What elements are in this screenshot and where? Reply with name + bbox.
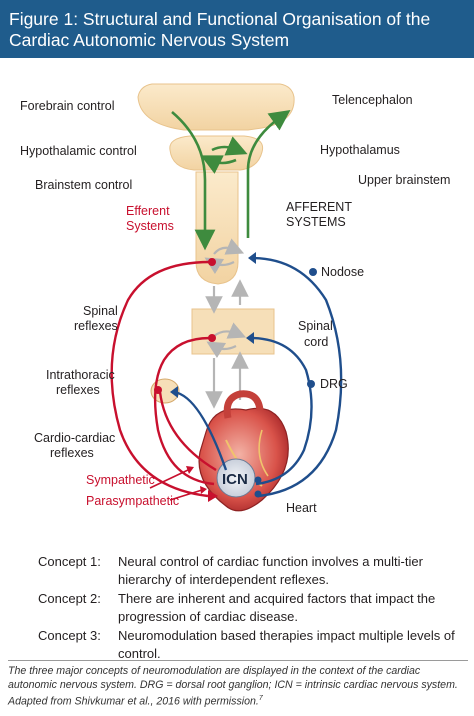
figure-title-line2: Cardiac Autonomic Nervous System — [9, 30, 290, 50]
label-intrathoracic-1: Intrathoracic — [46, 368, 115, 382]
hypothalamic-loop-top — [211, 136, 248, 156]
intrathoracic-ganglion — [150, 378, 180, 404]
efferent-soma-ganglion — [154, 386, 162, 394]
label-afferent-systems-1: AFFERENT — [286, 200, 352, 214]
concepts-list: Concept 1: Neural control of cardiac fun… — [38, 553, 468, 664]
afferent-cardio-loop — [173, 390, 228, 471]
brainstem-loop-arrow — [213, 238, 245, 255]
concept-text: There are inherent and acquired factors … — [118, 591, 436, 624]
concept-label: Concept 2: — [38, 591, 101, 606]
figure-title: Figure 1: Structural and Functional Orga… — [9, 9, 469, 51]
label-parasympathetic: Parasympathetic — [86, 494, 179, 508]
efferent-pathways — [110, 260, 217, 498]
efferent-cardio-loop — [158, 391, 217, 472]
sympathetic-legend-arrowhead — [186, 466, 194, 474]
afferent-terminals — [170, 252, 317, 498]
efferent-soma-spinal — [208, 334, 216, 342]
caption-text: The three major concepts of neuromodulat… — [8, 665, 458, 708]
efferent-soma-brainstem — [208, 258, 216, 266]
afferent-outer-loop — [251, 256, 343, 498]
ascending-pathway — [246, 109, 291, 238]
hypothalamic-loop-bottom — [200, 155, 237, 174]
coronary-vessel-2 — [258, 429, 269, 477]
spinal-loop-arrow-return — [206, 341, 237, 359]
concept-item: Concept 1: Neural control of cardiac fun… — [38, 553, 468, 589]
title-bar: Figure 1: Structural and Functional Orga… — [0, 0, 474, 58]
afferent-pathways — [173, 256, 343, 498]
efferent-spinal-loop — [153, 336, 215, 486]
label-cardio-cardiac-2: reflexes — [50, 446, 94, 460]
efferent-outer-loop — [110, 260, 211, 498]
parasympathetic-legend-arrow — [169, 489, 203, 501]
concept-text: Neural control of cardiac function invol… — [118, 554, 423, 587]
label-forebrain-control: Forebrain control — [20, 99, 115, 113]
figure-caption: The three major concepts of neuromodulat… — [8, 664, 470, 709]
afferent-terminal-icn-2 — [254, 490, 262, 498]
label-sympathetic: Sympathetic — [86, 473, 155, 487]
label-brainstem-control: Brainstem control — [35, 178, 132, 192]
drg-ganglion — [307, 380, 315, 388]
control-pathways — [171, 109, 291, 251]
nodose-ganglion — [309, 268, 317, 276]
efferent-terminals — [154, 258, 218, 502]
label-spinal-reflexes-1: Spinal — [83, 304, 118, 318]
afferent-arrowhead-brainstem — [248, 252, 256, 264]
sympathetic-legend-arrow — [149, 469, 189, 489]
label-intrathoracic-2: reflexes — [56, 383, 100, 397]
descending-pathway — [171, 111, 216, 251]
afferent-terminal-icn-1 — [254, 476, 262, 484]
diagram-labels: Forebrain control Telencephalon Hypothal… — [20, 93, 450, 515]
brain-structure — [137, 83, 295, 404]
nervous-system-diagram: Forebrain control Telencephalon Hypothal… — [20, 83, 450, 515]
spinal-loop-arrow — [213, 322, 247, 339]
label-spinal-cord-2: cord — [304, 335, 328, 349]
label-upper-brainstem: Upper brainstem — [358, 173, 450, 187]
legend — [149, 466, 207, 501]
concept-item: Concept 2: There are inherent and acquir… — [38, 590, 468, 626]
afferent-arrowhead-spinal — [246, 332, 254, 344]
label-icn: ICN — [222, 471, 248, 488]
label-hypothalamic-control: Hypothalamic control — [20, 144, 137, 158]
label-telencephalon: Telencephalon — [332, 93, 413, 107]
caption-reference: 7 — [258, 695, 263, 702]
concept-item: Concept 3: Neuromodulation based therapi… — [38, 627, 468, 663]
aorta-shape — [223, 390, 264, 419]
label-efferent-systems-1: Efferent — [126, 204, 170, 218]
label-cardio-cardiac-1: Cardio-cardiac — [34, 431, 115, 445]
label-drg: DRG — [320, 377, 348, 391]
label-nodose: Nodose — [321, 265, 364, 279]
concept-label: Concept 3: — [38, 628, 101, 643]
label-afferent-systems-2: SYSTEMS — [286, 215, 346, 229]
label-spinal-cord-1: Spinal — [298, 319, 333, 333]
label-heart: Heart — [286, 501, 317, 515]
telencephalon-shape — [137, 83, 295, 131]
afferent-arrowhead-ganglion — [170, 386, 178, 398]
label-hypothalamus: Hypothalamus — [320, 143, 400, 157]
parasympathetic-legend-arrowhead — [200, 486, 207, 494]
figure-title-line1: Figure 1: Structural and Functional Orga… — [9, 9, 431, 29]
efferent-arrowhead-icn — [208, 490, 218, 502]
caption-divider — [8, 660, 468, 661]
concept-text: Neuromodulation based therapies impact m… — [118, 628, 455, 661]
concept-label: Concept 1: — [38, 554, 101, 569]
label-spinal-reflexes-2: reflexes — [74, 319, 118, 333]
label-efferent-systems-2: Systems — [126, 219, 174, 233]
brainstem-shape — [195, 171, 239, 285]
afferent-spinal-loop — [249, 336, 313, 486]
